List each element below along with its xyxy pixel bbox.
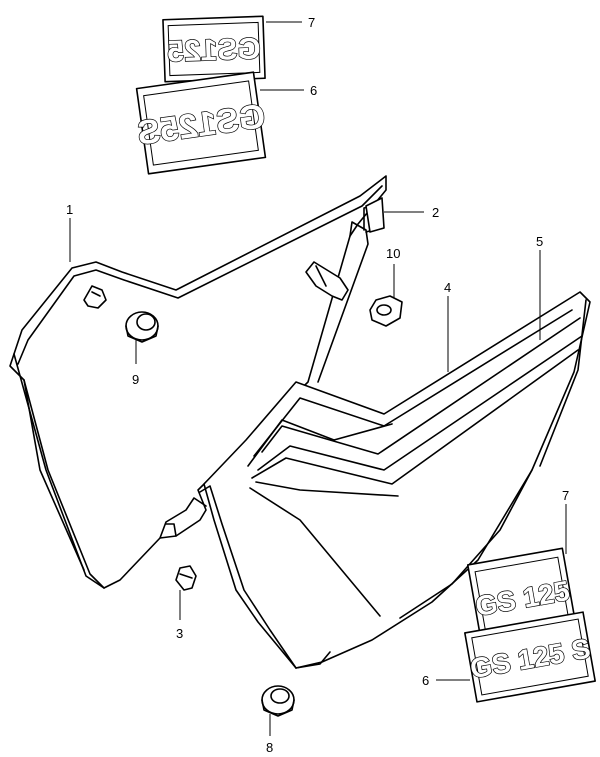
callouts: 7 6 1 2 10 5 4 9 3 7 6 8 [66, 15, 569, 755]
part-2-bracket [365, 197, 385, 233]
callout-1: 1 [66, 202, 73, 217]
callout-9: 9 [132, 372, 139, 387]
emblem-6-bottom: GS 125 S [464, 611, 596, 703]
callout-5: 5 [536, 234, 543, 249]
callout-7-bottom: 7 [562, 488, 569, 503]
callout-4: 4 [444, 280, 451, 295]
callout-8: 8 [266, 740, 273, 755]
grommet-9 [125, 311, 159, 343]
grommet-10 [369, 295, 403, 327]
emblem-6-top: GS125S [134, 71, 268, 175]
clip-3 [175, 565, 197, 591]
emblem-7-top: GS125 [162, 15, 266, 83]
callout-2: 2 [432, 205, 439, 220]
hook-clip [305, 261, 349, 301]
callout-6-bottom: 6 [422, 673, 429, 688]
callout-7-top: 7 [308, 15, 315, 30]
callout-6-top: 6 [310, 83, 317, 98]
leader-lines [69, 21, 567, 736]
callout-3: 3 [176, 626, 183, 641]
emblem-7-top-text: GS125 [167, 32, 262, 68]
side-cover-right [199, 291, 591, 669]
side-cover-left [9, 175, 387, 589]
grommet-8 [261, 685, 295, 717]
callout-10: 10 [386, 246, 400, 261]
